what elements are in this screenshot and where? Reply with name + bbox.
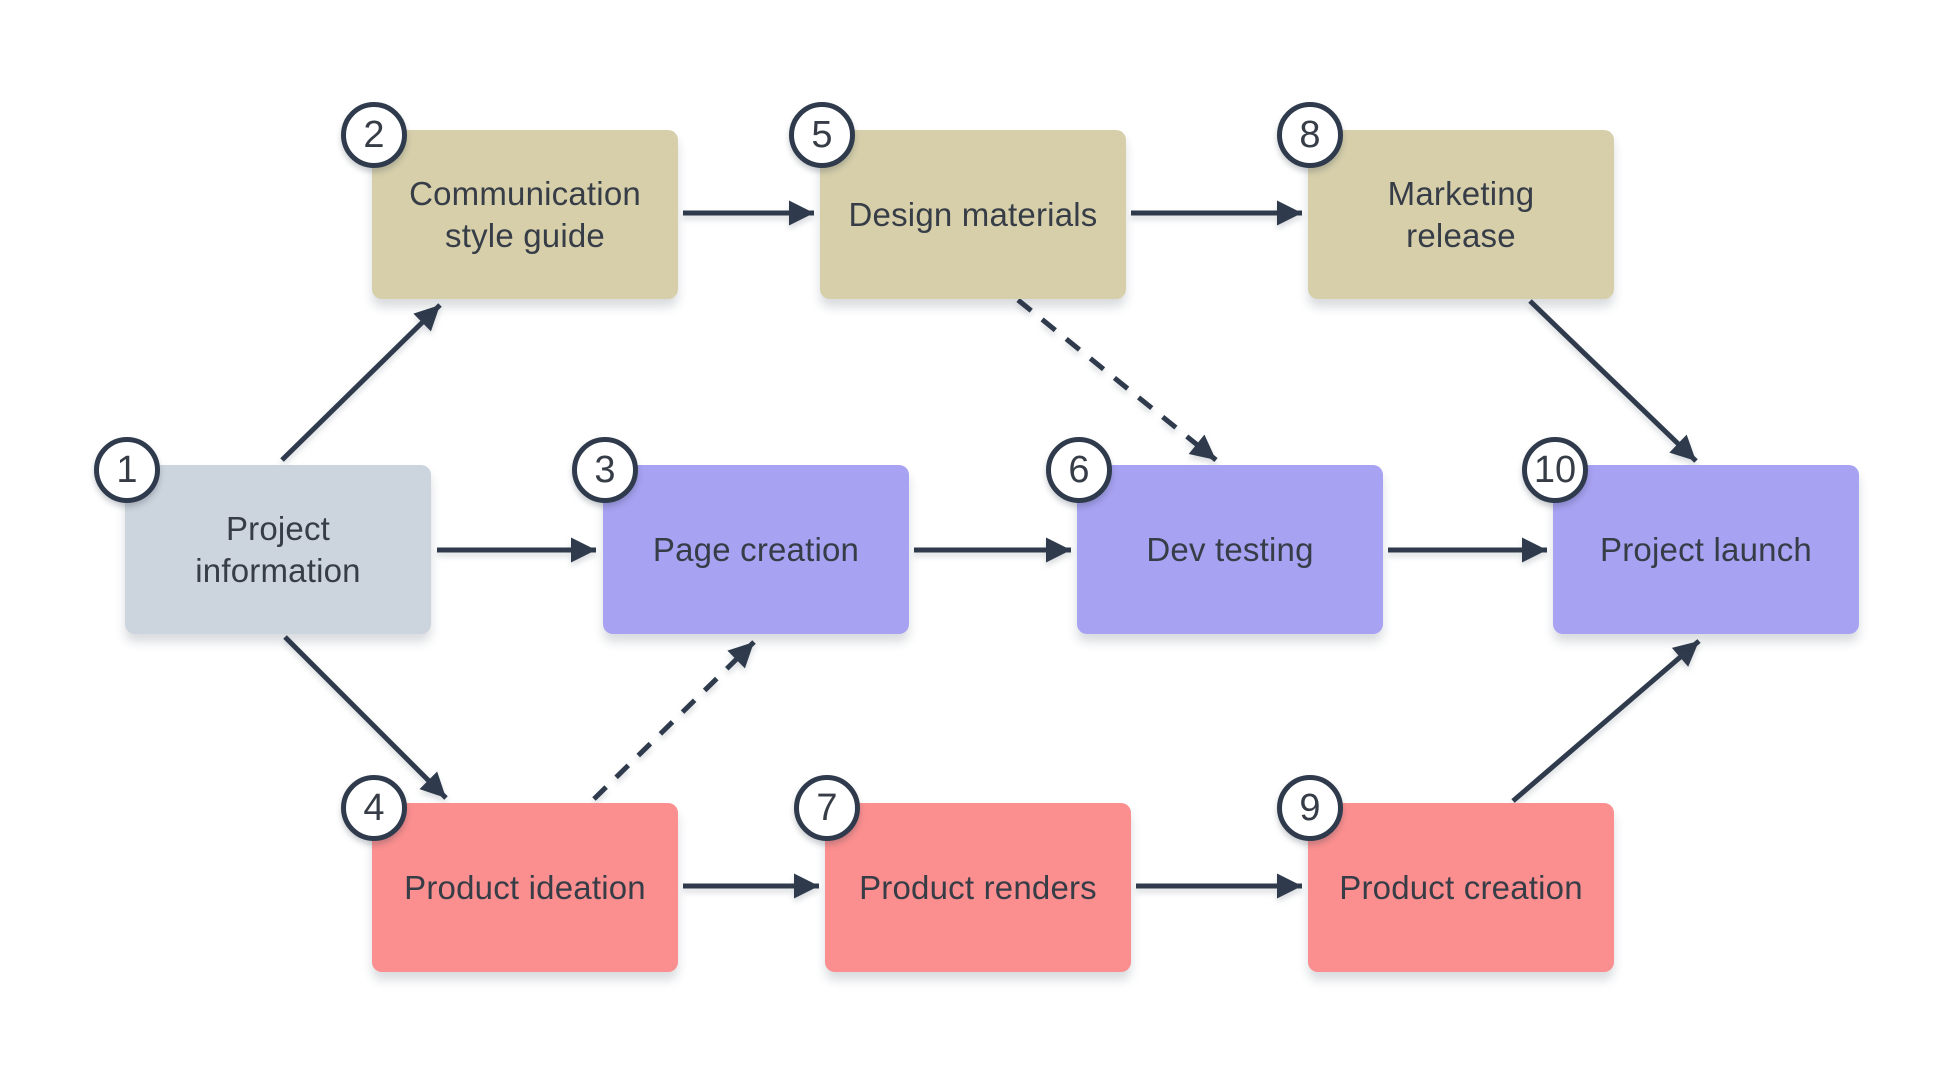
node-marketing-release-badge: 8	[1277, 102, 1343, 168]
node-product-creation-badge: 9	[1277, 775, 1343, 841]
node-design-materials: 5 Design materials	[789, 102, 1126, 299]
edge-9-to-10	[1511, 639, 1701, 803]
node-marketing-release-label: Marketing release	[1387, 174, 1535, 254]
node-project-launch-badge: 10	[1522, 437, 1588, 503]
node-dev-testing-label: Dev testing	[1146, 530, 1314, 568]
node-product-creation-label: Product creation	[1339, 868, 1583, 906]
node-product-creation: 9 Product creation	[1277, 775, 1614, 972]
node-page-creation-badge: 3	[572, 437, 638, 503]
node-communication-style-guide-label: Communication style guide	[409, 174, 641, 254]
node-page-creation: 3 Page creation	[572, 437, 909, 634]
edge-5-to-6	[1016, 298, 1218, 462]
node-marketing-release: 8 Marketing release	[1277, 102, 1614, 299]
node-communication-style-guide: 2 Communication style guide	[341, 102, 678, 299]
edge-1-to-2	[280, 303, 442, 462]
node-dev-testing: 6 Dev testing	[1046, 437, 1383, 634]
edge-1-to-4	[283, 635, 448, 800]
node-dev-testing-badge: 6	[1046, 437, 1112, 503]
node-communication-style-guide-badge: 2	[341, 102, 407, 168]
node-design-materials-label: Design materials	[848, 195, 1098, 233]
node-product-ideation-badge: 4	[341, 775, 407, 841]
node-product-renders-badge: 7	[794, 775, 860, 841]
node-product-ideation-label: Product ideation	[404, 868, 646, 906]
node-project-information: 1 Project information	[94, 437, 431, 634]
node-project-information-label: Project information	[195, 509, 361, 589]
edge-8-to-10	[1528, 299, 1698, 463]
node-design-materials-badge: 5	[789, 102, 855, 168]
node-project-information-badge: 1	[94, 437, 160, 503]
node-project-launch: 10 Project launch	[1522, 437, 1859, 634]
node-project-launch-label: Project launch	[1600, 530, 1812, 568]
edge-4-to-3	[592, 640, 756, 801]
node-product-renders-label: Product renders	[859, 868, 1097, 906]
node-product-ideation: 4 Product ideation	[341, 775, 678, 972]
node-page-creation-label: Page creation	[652, 530, 860, 568]
node-product-renders: 7 Product renders	[794, 775, 1131, 972]
